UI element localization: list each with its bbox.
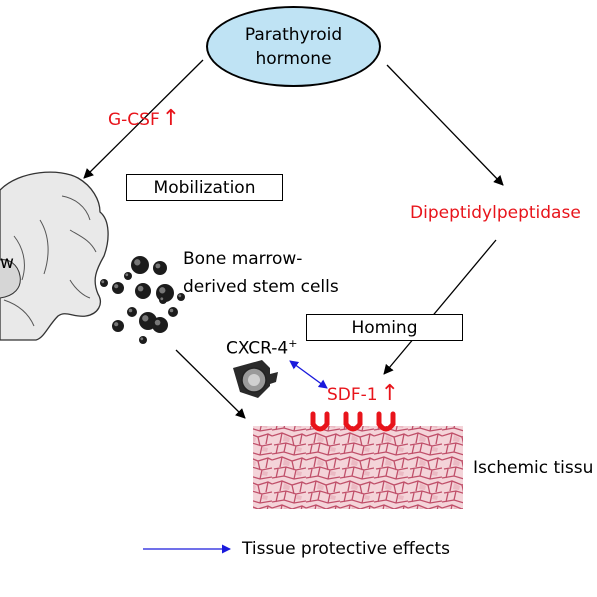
stem-cells-cluster	[100, 256, 185, 344]
arrow-hormone-to-bone	[83, 59, 204, 179]
mobilization-label: Mobilization	[153, 177, 256, 198]
stem-cell-highlight	[155, 263, 161, 269]
stem-cell	[159, 296, 167, 304]
cxcr4-superscript: +	[288, 337, 298, 350]
cxcr4-sdf1-interaction-arrow	[289, 360, 328, 389]
stem-cells-line2: derived stem cells	[183, 277, 339, 297]
stem-cell-highlight	[140, 337, 144, 341]
stem-cell-highlight	[142, 315, 149, 322]
bone-marrow-partial-label: w	[0, 253, 14, 273]
pelvis-bone-illustration	[0, 171, 109, 341]
homing-label: Homing	[351, 317, 418, 338]
sdf1-label: SDF-1↑	[327, 383, 399, 406]
homing-box: Homing	[306, 314, 463, 341]
arrow-hormone-to-dpp	[386, 64, 504, 186]
gcsf-label: G-CSF↑	[108, 108, 180, 131]
stem-cell-highlight	[169, 308, 174, 313]
stem-cell	[152, 317, 168, 333]
stem-cell-highlight	[134, 259, 141, 266]
stem-cells-line1: Bone marrow-	[183, 249, 303, 269]
stem-cell	[135, 283, 151, 299]
stem-cell-highlight	[125, 273, 129, 277]
stem-cell	[168, 307, 178, 317]
stem-cell	[139, 336, 147, 344]
gcsf-text: G-CSF	[108, 110, 160, 130]
stem-cell-highlight	[160, 297, 164, 301]
legend-label: Tissue protective effects	[242, 539, 451, 559]
cxcr4-label: CXCR-4+	[226, 333, 297, 360]
sdf1-receptors	[310, 411, 396, 432]
stem-cell-highlight	[101, 280, 105, 284]
stem-cells-label: Bone marrow- derived stem cells	[183, 245, 339, 301]
arrow-cells-to-tissue	[175, 349, 246, 419]
stem-cell	[127, 307, 137, 317]
stem-cell	[112, 282, 124, 294]
stem-cell	[100, 279, 108, 287]
stem-cell-highlight	[137, 285, 144, 292]
ischemic-tissue-label: Ischemic tissu	[473, 458, 594, 478]
arrow-dpp-to-sdf1	[383, 239, 497, 375]
parathyroid-hormone-node: Parathyroid hormone	[206, 6, 381, 87]
cxcr4-receptor-cell	[233, 360, 278, 398]
mobilization-box: Mobilization	[126, 174, 283, 201]
stem-cell-highlight	[114, 322, 119, 327]
stem-cell-highlight	[128, 308, 133, 313]
stem-cell	[112, 320, 124, 332]
ischemic-tissue-block	[253, 426, 463, 509]
stem-cell-highlight	[154, 319, 161, 326]
stem-cell	[131, 256, 149, 274]
stem-cell	[153, 261, 167, 275]
hormone-label-line2: hormone	[255, 48, 332, 69]
stem-cell-highlight	[178, 294, 182, 298]
cxcr4-text: CXCR-4	[226, 338, 289, 359]
stem-cell-highlight	[159, 287, 166, 294]
stem-cell	[124, 272, 132, 280]
sdf1-text: SDF-1	[327, 385, 378, 405]
stem-cell-highlight	[114, 284, 119, 289]
hormone-label-line1: Parathyroid	[244, 24, 343, 45]
dipeptidylpeptidase-label: Dipeptidylpeptidase	[410, 203, 581, 223]
up-arrow-icon: ↑	[161, 106, 181, 131]
up-arrow-icon: ↑	[380, 381, 400, 406]
